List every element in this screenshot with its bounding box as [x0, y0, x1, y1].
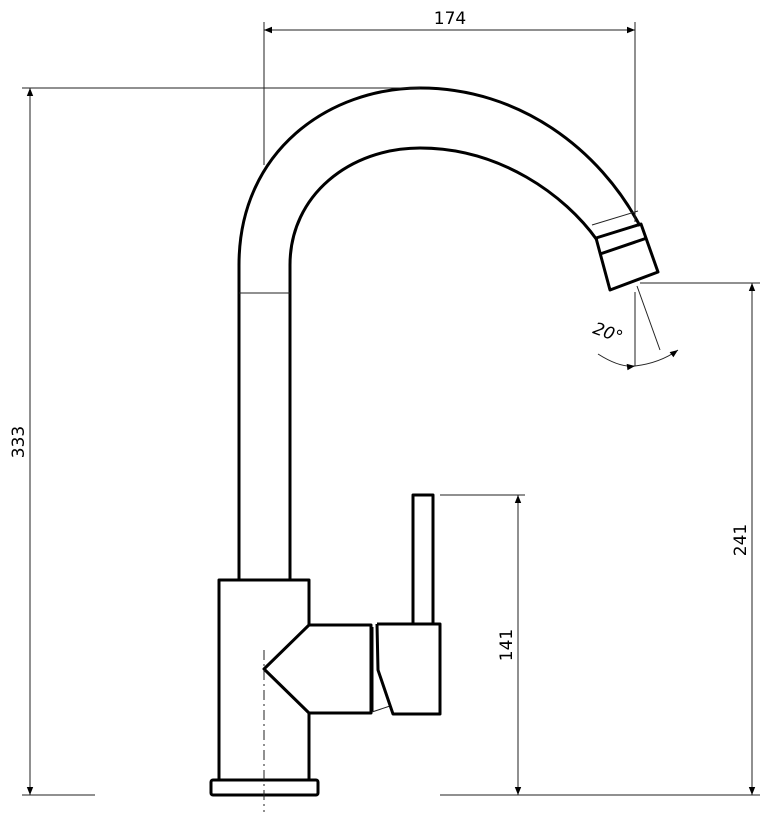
spout-outer [237, 86, 642, 579]
dimension-label-174: 174 [434, 9, 466, 29]
aerator-tip [594, 222, 660, 292]
dimension-lever-height: 141 [440, 494, 525, 795]
dimension-spout-angle: 20° [590, 285, 679, 371]
dimension-label-141: 141 [497, 629, 517, 661]
dimension-label-20deg: 20° [590, 319, 625, 348]
dimension-label-333: 333 [9, 426, 29, 458]
body [217, 578, 373, 780]
handle [375, 622, 442, 716]
dimension-outlet-height: 241 [440, 282, 760, 796]
dimension-total-height: 333 [9, 87, 420, 796]
lever [411, 493, 435, 624]
faucet-outline [209, 86, 660, 812]
spout-inner [288, 146, 599, 579]
dimension-spout-reach: 174 [263, 9, 636, 222]
dimension-label-241: 241 [731, 524, 751, 556]
